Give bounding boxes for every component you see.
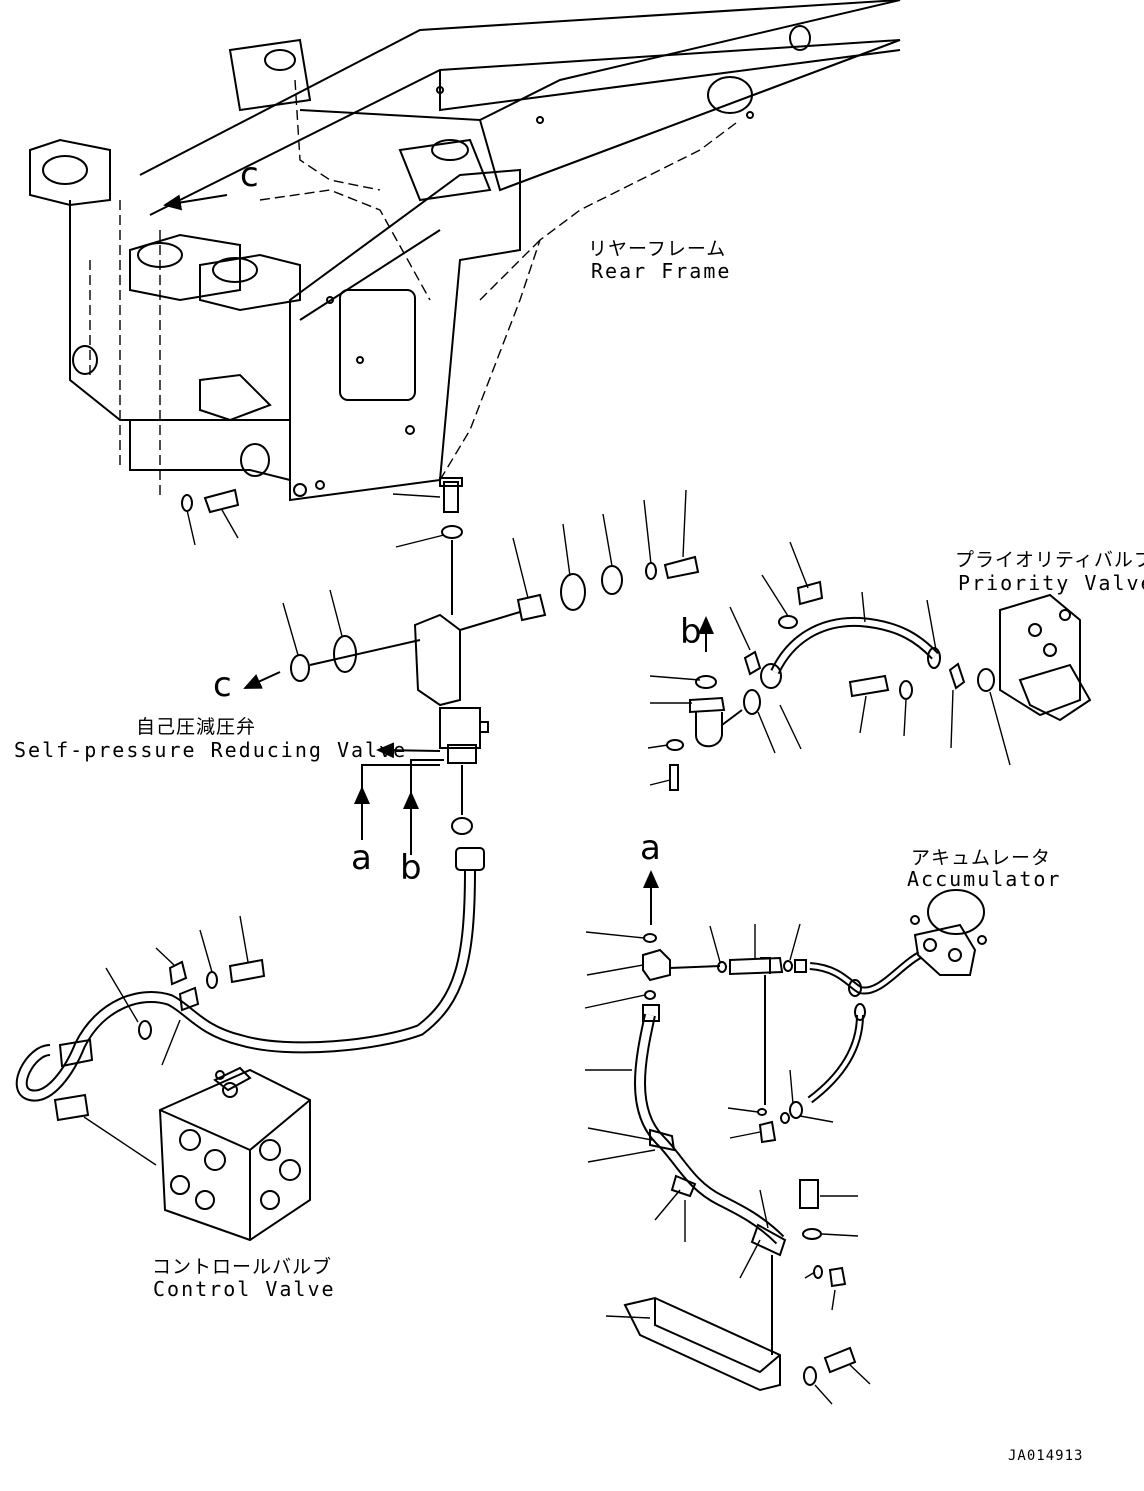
accumulator-assembly xyxy=(623,889,987,1392)
priority-valve-label-jp: プライオリティバルブ xyxy=(955,549,1144,571)
control-valve-label-en: Control Valve xyxy=(153,1277,336,1301)
priority-valve-leaders xyxy=(647,541,1011,786)
priority-valve-label-en: Priority Valve xyxy=(958,571,1144,595)
ref-label-a-down: a xyxy=(351,838,372,878)
ref-label-c-left: c xyxy=(213,665,232,705)
self-pressure-valve-label-en: Self-pressure Reducing Valve xyxy=(14,738,408,762)
drawing-code: JA014913 xyxy=(1008,1448,1084,1464)
accumulator-leaders xyxy=(584,923,871,1405)
rear-frame-label-en: Rear Frame xyxy=(591,259,732,283)
self-pressure-valve-label-jp: 自己圧減圧弁 xyxy=(136,716,257,738)
accumulator-label-jp: アキュムレータ xyxy=(911,847,1052,869)
ref-label-a-up: a xyxy=(640,828,661,868)
rear-frame-hidden-lines xyxy=(69,79,741,500)
accumulator-label-en: Accumulator xyxy=(907,867,1062,891)
rear-frame-label-jp: リヤーフレーム xyxy=(588,238,727,260)
control-valve-label-jp: コントロールバルブ xyxy=(152,1256,333,1278)
control-valve-body xyxy=(158,1066,311,1242)
ref-label-b-down: b xyxy=(400,848,422,888)
control-valve-leaders xyxy=(83,915,249,1166)
ref-label-c-top: c xyxy=(240,155,259,195)
priority-valve-assembly xyxy=(666,580,1092,791)
reference-arrows xyxy=(163,194,714,925)
reducing-valve-assembly xyxy=(181,477,700,835)
reducing-valve-leaders xyxy=(186,489,687,656)
ref-label-b-up: b xyxy=(680,612,702,652)
control-valve-hose xyxy=(15,847,485,1122)
